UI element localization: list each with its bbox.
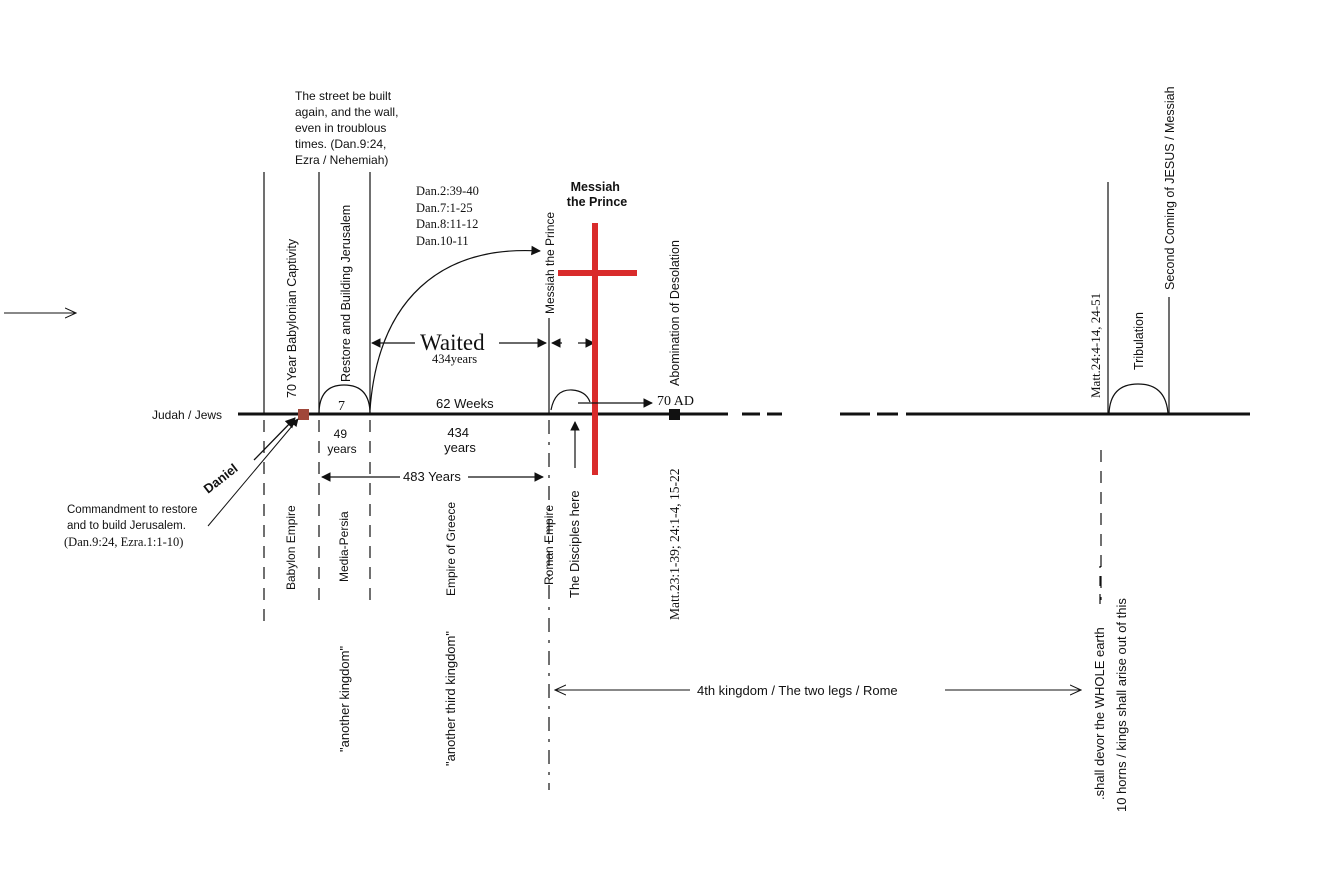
seven-label: 7: [338, 399, 345, 414]
people-label: Judah / Jews: [152, 408, 222, 422]
street-line-1: The street be built: [295, 89, 392, 103]
ref-line-4: Dan.10-11: [416, 234, 469, 248]
commandment-line-3: (Dan.9:24, Ezra.1:1-10): [64, 535, 183, 549]
tribulation-arch: [1108, 383, 1169, 415]
daniel-marker: [298, 409, 309, 420]
commandment-line-2: and to build Jerusalem.: [67, 520, 186, 532]
messiah-curve-arrow: [369, 245, 541, 411]
disciples-label: The Disciples here: [567, 490, 582, 598]
messiah-arch: [550, 389, 591, 411]
waited-label: Waited: [420, 330, 485, 355]
third-kingdom-label: "another third kingdom": [443, 631, 458, 766]
years-483: 483 Years: [403, 469, 461, 484]
ref-line-3: Dan.8:11-12: [416, 217, 478, 231]
years-434: 434 years: [444, 425, 476, 455]
captivity-label: 70 Year Babylonian Captivity: [285, 238, 299, 398]
years-49-unit: years: [327, 442, 356, 456]
messiah-heading-line-2: the Prince: [567, 195, 627, 209]
messiah-vertical-label: Messiah the Prince: [543, 212, 557, 314]
weeks-62: 62 Weeks: [436, 396, 494, 411]
cross-vertical: [592, 223, 598, 475]
abomination-label: Abomination of Desolation: [668, 240, 682, 386]
daniel-label: Daniel: [201, 461, 241, 497]
years-434-unit: years: [444, 440, 476, 455]
babylon-empire-label: Babylon Empire: [284, 505, 298, 590]
ad70-label: 70 AD: [657, 394, 694, 409]
street-line-2: again, and the wall,: [295, 105, 398, 119]
ad70-marker: [669, 409, 680, 420]
rome-empire-label: Roman Empire: [542, 505, 556, 585]
fourth-kingdom-label: 4th kingdom / The two legs / Rome: [697, 683, 898, 698]
commandment-arrow: [207, 418, 299, 527]
commandment-line-1: Commandment to restore: [67, 504, 197, 516]
messiah-heading: Messiah the Prince: [567, 180, 627, 209]
street-line-3: even in troublous: [295, 121, 386, 135]
street-line-5: Ezra / Nehemiah): [295, 153, 388, 167]
cross-horizontal: [558, 270, 637, 276]
another-kingdom-label: "another kingdom": [337, 646, 352, 752]
waited-years: 434years: [432, 352, 477, 366]
restore-label: Restore and Building Jerusalem: [339, 205, 353, 382]
second-coming-label: Second Coming of JESUS / Messiah: [1163, 86, 1177, 290]
years-49: 49 years: [327, 427, 356, 456]
years-434-value: 434: [447, 425, 469, 440]
devour-label: .shall devor the WHOLE earth: [1092, 627, 1107, 800]
seven-weeks-arch: [318, 384, 371, 415]
years-49-value: 49: [334, 427, 348, 441]
street-text: The street be built again, and the wall,…: [295, 89, 402, 167]
street-line-4: times. (Dan.9:24,: [295, 137, 386, 151]
tribulation-label: Tribulation: [1132, 312, 1146, 370]
ref-line-1: Dan.2:39-40: [416, 184, 479, 198]
horns-label: 10 horns / kings shall arise out of this: [1114, 598, 1129, 812]
ref-line-2: Dan.7:1-25: [416, 201, 473, 215]
daniel-arrow: [253, 417, 296, 461]
persia-empire-label: Media-Persia: [337, 511, 351, 582]
matt23-label: Matt.23:1-39; 24:1-4, 15-22: [667, 469, 682, 621]
messiah-heading-line-1: Messiah: [571, 180, 620, 194]
dan-references: Dan.2:39-40 Dan.7:1-25 Dan.8:11-12 Dan.1…: [416, 184, 482, 248]
matt24-label: Matt.24:4-14, 24-51: [1088, 293, 1103, 398]
commandment-text: Commandment to restore and to build Jeru…: [64, 504, 201, 549]
greece-empire-label: Empire of Greece: [444, 502, 458, 596]
